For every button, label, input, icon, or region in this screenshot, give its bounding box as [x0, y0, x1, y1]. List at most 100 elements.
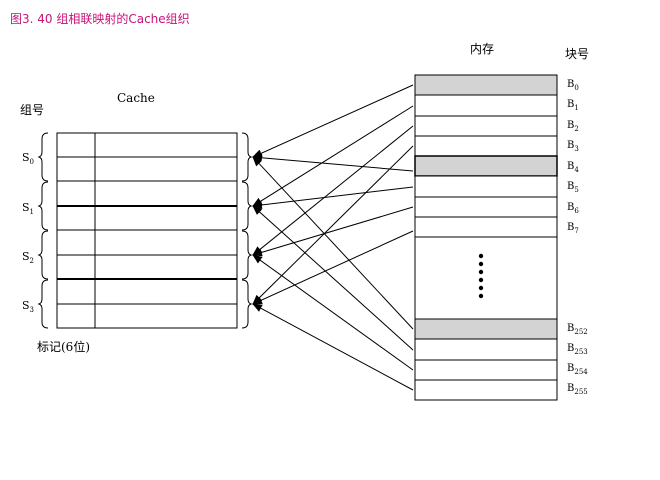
block-label-b4: B4: [567, 161, 579, 174]
block-label-b0: B0: [567, 79, 579, 92]
block-label-b5: B5: [567, 181, 579, 194]
arrow-b3-s3: [252, 145, 414, 305]
block-label-b253: B253: [567, 343, 588, 356]
set-label-base: S: [22, 151, 30, 164]
memory-block-b6: [414, 196, 558, 218]
ellipsis-dot: [478, 261, 484, 267]
memory-block-b1: [414, 94, 558, 117]
set-label-s1: S1: [22, 201, 34, 216]
block-label-b255: B255: [567, 383, 588, 396]
block-label-b2: B2: [567, 120, 579, 133]
memory-label: 内存: [470, 42, 495, 56]
set-label-s0: S0: [22, 151, 34, 166]
block-label-base: B: [567, 383, 575, 394]
memory-block-b3: [414, 135, 558, 157]
set-label-sub: 0: [29, 158, 35, 167]
ellipsis-dot: [478, 253, 484, 259]
ellipsis-dot: [478, 293, 484, 299]
arrow-b7-s3: [252, 230, 414, 305]
set-label-s3: S3: [22, 299, 34, 314]
cache-table: [56, 132, 238, 329]
block-label-sub: 5: [574, 186, 579, 194]
memory-column: [414, 74, 558, 401]
memory-block-b252: [414, 318, 558, 340]
memory-block-b255: [414, 379, 558, 401]
block-label-base: B: [567, 120, 575, 131]
block-label-base: B: [567, 79, 575, 90]
arrow-b253-s1: [252, 205, 414, 351]
block-label-sub: 0: [574, 84, 579, 92]
arrow-b4-s0: [252, 153, 414, 172]
block-label-b7: B7: [567, 222, 579, 235]
brace-right-s0: [241, 132, 253, 182]
arrow-b2-s2: [252, 125, 414, 256]
block-label-b1: B1: [567, 99, 579, 112]
block-label-base: B: [567, 181, 575, 192]
memory-block-b4: [414, 155, 558, 177]
block-number-label: 块号: [565, 47, 590, 61]
block-label-sub: 3: [574, 145, 579, 153]
brace-left-s3: [37, 279, 49, 329]
ellipsis-dot: [478, 285, 484, 291]
memory-block-b7: [414, 216, 558, 238]
tag-label: 标记(6位): [37, 340, 90, 354]
block-label-base: B: [567, 343, 575, 354]
set-label-base: S: [22, 299, 30, 312]
block-label-sub: 6: [574, 207, 579, 215]
block-label-sub: 252: [574, 328, 588, 336]
arrow-b255-s3: [252, 303, 414, 391]
set-label-sub: 1: [29, 208, 35, 217]
set-label-s2: S2: [22, 250, 34, 265]
block-label-sub: 254: [574, 368, 588, 376]
arrow-b254-s2: [252, 254, 414, 371]
memory-block-b2: [414, 115, 558, 137]
memory-block-b254: [414, 359, 558, 381]
arrow-b1-s1: [252, 105, 414, 207]
brace-left-s2: [37, 230, 49, 280]
group-number-label: 组号: [20, 103, 45, 117]
memory-gap-region: [414, 236, 558, 320]
block-label-sub: 7: [574, 227, 579, 235]
block-label-b252: B252: [567, 323, 588, 336]
block-label-sub: 4: [574, 166, 579, 174]
block-label-b3: B3: [567, 140, 579, 153]
block-label-sub: 253: [574, 348, 588, 356]
memory-block-b253: [414, 338, 558, 361]
block-label-sub: 1: [574, 104, 579, 112]
block-label-b254: B254: [567, 363, 588, 376]
brace-right-s1: [241, 181, 253, 231]
block-label-base: B: [567, 363, 575, 374]
block-label-base: B: [567, 140, 575, 151]
set-label-base: S: [22, 250, 30, 263]
set-braces-left: [37, 132, 49, 329]
arrow-b252-s0: [252, 156, 414, 330]
ellipsis-dot: [478, 269, 484, 275]
arrow-b0-s0: [252, 84, 414, 158]
memory-block-b5: [414, 175, 558, 198]
block-label-base: B: [567, 202, 575, 213]
brace-left-s0: [37, 132, 49, 182]
brace-right-s3: [241, 279, 253, 329]
block-label-b6: B6: [567, 202, 579, 215]
block-label-sub: 255: [574, 388, 588, 396]
block-label-base: B: [567, 161, 575, 172]
mapping-arrows: [252, 84, 414, 391]
block-label-base: B: [567, 99, 575, 110]
figure-title: 图3. 40 组相联映射的Cache组织: [10, 12, 190, 26]
arrow-b6-s2: [252, 206, 414, 257]
arrow-b5-s1: [252, 186, 414, 209]
block-label-sub: 2: [574, 125, 579, 133]
brace-left-s1: [37, 181, 49, 231]
ellipsis-dot: [478, 277, 484, 283]
set-braces-right: [241, 132, 253, 329]
memory-block-b0: [414, 74, 558, 96]
cache-label: Cache: [117, 91, 155, 105]
block-label-base: B: [567, 222, 575, 233]
brace-right-s2: [241, 230, 253, 280]
set-label-sub: 3: [29, 306, 35, 315]
block-label-base: B: [567, 323, 575, 334]
set-label-base: S: [22, 201, 30, 214]
set-label-sub: 2: [29, 257, 35, 266]
ellipsis-dots: [478, 253, 484, 299]
